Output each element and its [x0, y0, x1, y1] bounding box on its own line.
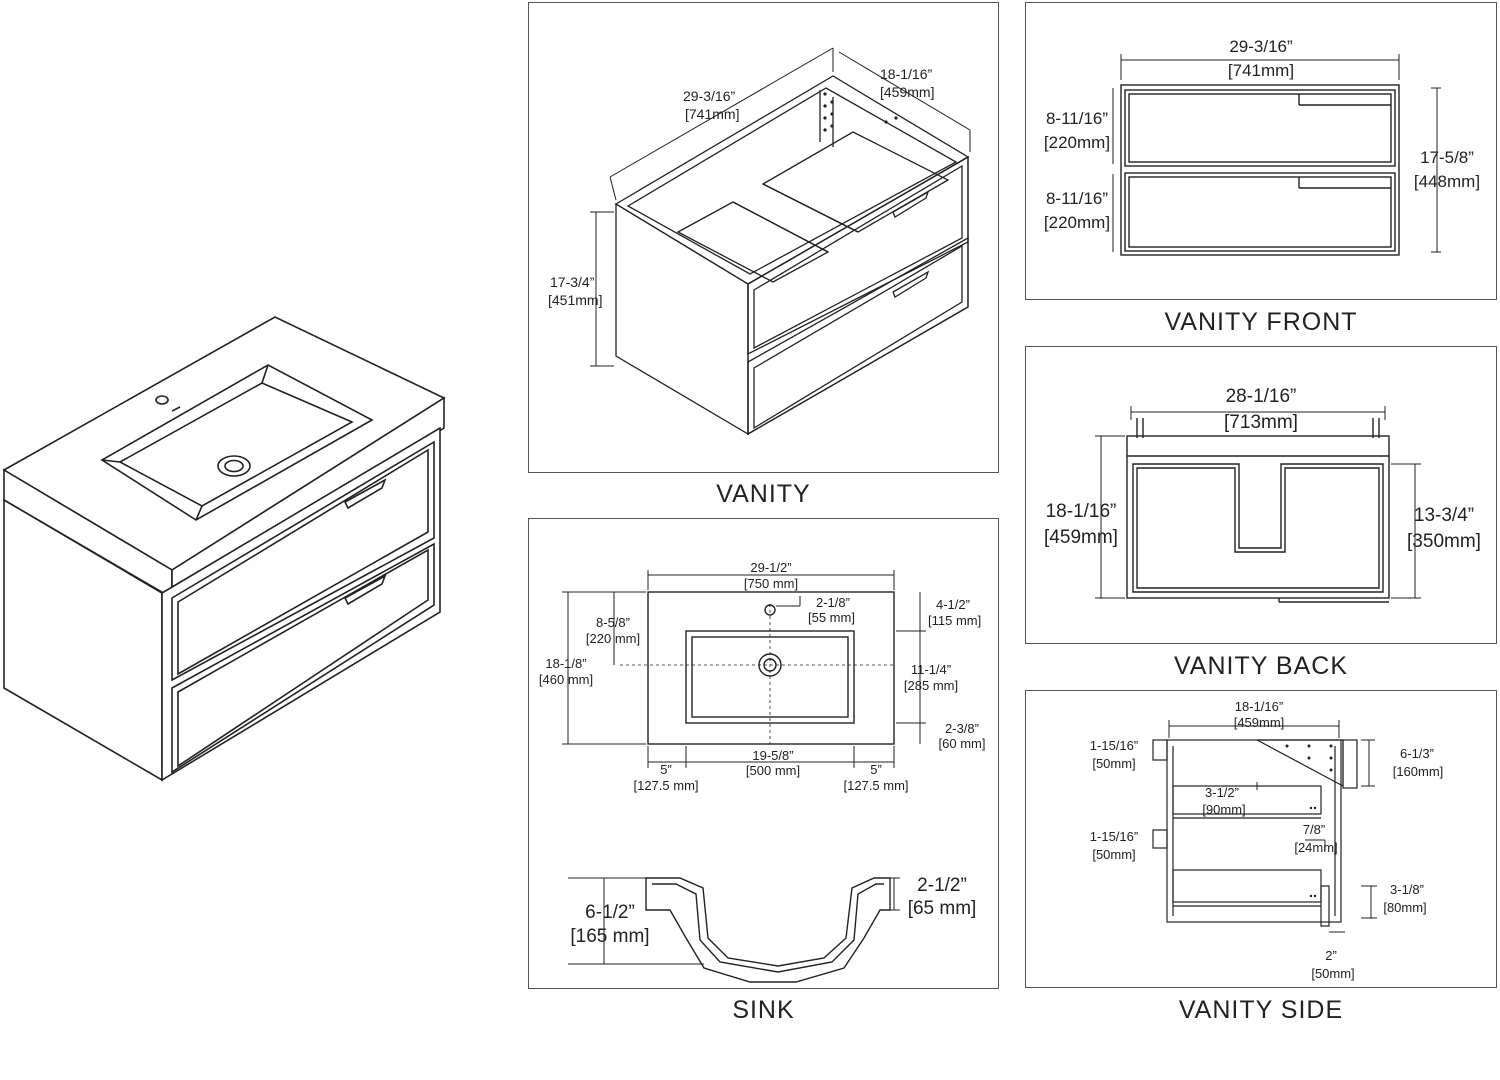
sink-drawing: 29-1/2” [750 mm] 2-1/8” [55 mm] 4-1/2” […: [539, 560, 986, 983]
vanity-width-in: 29-3/16”: [683, 88, 735, 104]
back-width-mm: [713mm]: [1224, 412, 1298, 433]
sink-rim-in: 2-1/2”: [917, 875, 967, 896]
front-width-mm: [741mm]: [1228, 61, 1294, 80]
vanity-height-mm: [451mm]: [548, 292, 602, 308]
side-top-gap-in: 1-15/16”: [1090, 738, 1138, 753]
sink-depth-mm: [460 mm]: [539, 672, 593, 687]
side-slide-in: 3-1/2”: [1205, 785, 1239, 800]
back-cutout-mm: [350mm]: [1407, 531, 1481, 552]
front-drawer-bottom-mm: [220mm]: [1044, 213, 1110, 232]
front-height-in: 17-5/8”: [1420, 148, 1474, 167]
sink-profile-height-mm: [165 mm]: [570, 926, 649, 947]
side-depth-in: 18-1/16”: [1235, 699, 1283, 714]
back-height-mm: [459mm]: [1044, 527, 1118, 548]
side-rail-mm: [24mm]: [1294, 840, 1337, 855]
side-rail-in: 7/8”: [1303, 822, 1325, 837]
side-mid-gap-in: 1-15/16”: [1090, 829, 1138, 844]
side-low-in: 3-1/8”: [1390, 882, 1424, 897]
sink-left-margin-in: 5”: [660, 762, 672, 777]
sink-right-margin-in: 5”: [870, 762, 882, 777]
back-cutout-in: 13-3/4”: [1414, 505, 1474, 526]
vanity-sink-illustration: [2, 316, 446, 782]
side-top-gap-mm: [50mm]: [1092, 756, 1135, 771]
vanity-back-title: VANITY BACK: [1173, 652, 1348, 680]
front-drawer-top-in: 8-11/16”: [1046, 109, 1108, 128]
sink-bowl-width-mm: [500 mm]: [746, 763, 800, 778]
sink-back-edge-in: 2-3/8”: [945, 721, 979, 736]
sink-profile-height-in: 6-1/2”: [585, 902, 635, 923]
front-drawer-top-mm: [220mm]: [1044, 133, 1110, 152]
vanity-front-drawing: 29-3/16” [741mm] 8-11/16” [220mm] 8-11/1…: [1044, 37, 1480, 256]
side-bracket-in: 6-1/3”: [1400, 746, 1434, 761]
side-bracket-mm: [160mm]: [1393, 764, 1444, 779]
vanity-height-in: 17-3/4”: [550, 274, 595, 290]
vanity-title: VANITY: [716, 480, 811, 508]
sink-bowl-depth-mm: [285 mm]: [904, 678, 958, 693]
front-height-mm: [448mm]: [1414, 172, 1480, 191]
sink-front-bowl-in: 4-1/2”: [936, 597, 970, 612]
front-drawer-bottom-in: 8-11/16”: [1046, 189, 1108, 208]
sink-title: SINK: [732, 996, 795, 1024]
vanity-width-mm: [741mm]: [685, 106, 739, 122]
front-width-in: 29-3/16”: [1229, 37, 1293, 56]
sink-bowl-depth-in: 11-1/4”: [911, 662, 951, 677]
sink-width-in: 29-1/2”: [750, 560, 791, 575]
sink-back-edge-mm: [60 mm]: [939, 736, 986, 751]
side-low-mm: [80mm]: [1383, 900, 1426, 915]
vanity-depth-in: 18-1/16”: [880, 66, 932, 82]
sink-depth-in: 18-1/8”: [545, 656, 586, 671]
vanity-side-title: VANITY SIDE: [1178, 996, 1344, 1024]
side-slide-mm: [90mm]: [1202, 802, 1245, 817]
sink-faucet-in: 2-1/8”: [816, 595, 850, 610]
sink-rim-mm: [65 mm]: [908, 898, 977, 919]
vanity-front-title: VANITY FRONT: [1164, 308, 1358, 336]
back-height-in: 18-1/16”: [1046, 501, 1117, 522]
sink-faucet-mm: [55 mm]: [808, 610, 855, 625]
vanity-depth-mm: [459mm]: [880, 84, 934, 100]
vanity-drawing: 29-3/16” [741mm] 18-1/16” [459mm] 17-3/4…: [548, 47, 971, 436]
sink-front-bowl-mm: [115 mm]: [928, 613, 981, 628]
sink-bowl-width-in: 19-5/8”: [752, 748, 793, 763]
sink-center-in: 8-5/8”: [596, 615, 630, 630]
vanity-back-panel: [1025, 346, 1497, 644]
side-mid-gap-mm: [50mm]: [1092, 847, 1135, 862]
back-width-in: 28-1/16”: [1226, 386, 1297, 407]
vanity-side-drawing: 18-1/16” [459mm] 1-15/16” [50mm] 6-1/3” …: [1090, 699, 1444, 981]
side-depth-mm: [459mm]: [1234, 715, 1285, 730]
side-foot-in: 2”: [1325, 948, 1337, 963]
vanity-back-drawing: 28-1/16” [713mm] 18-1/16” [459mm] 13-3/4…: [1044, 386, 1481, 603]
sink-left-margin-mm: [127.5 mm]: [633, 778, 698, 793]
sink-center-mm: [220 mm]: [586, 631, 640, 646]
side-foot-mm: [50mm]: [1311, 966, 1354, 981]
sink-width-mm: [750 mm]: [744, 576, 798, 591]
sink-right-margin-mm: [127.5 mm]: [843, 778, 908, 793]
